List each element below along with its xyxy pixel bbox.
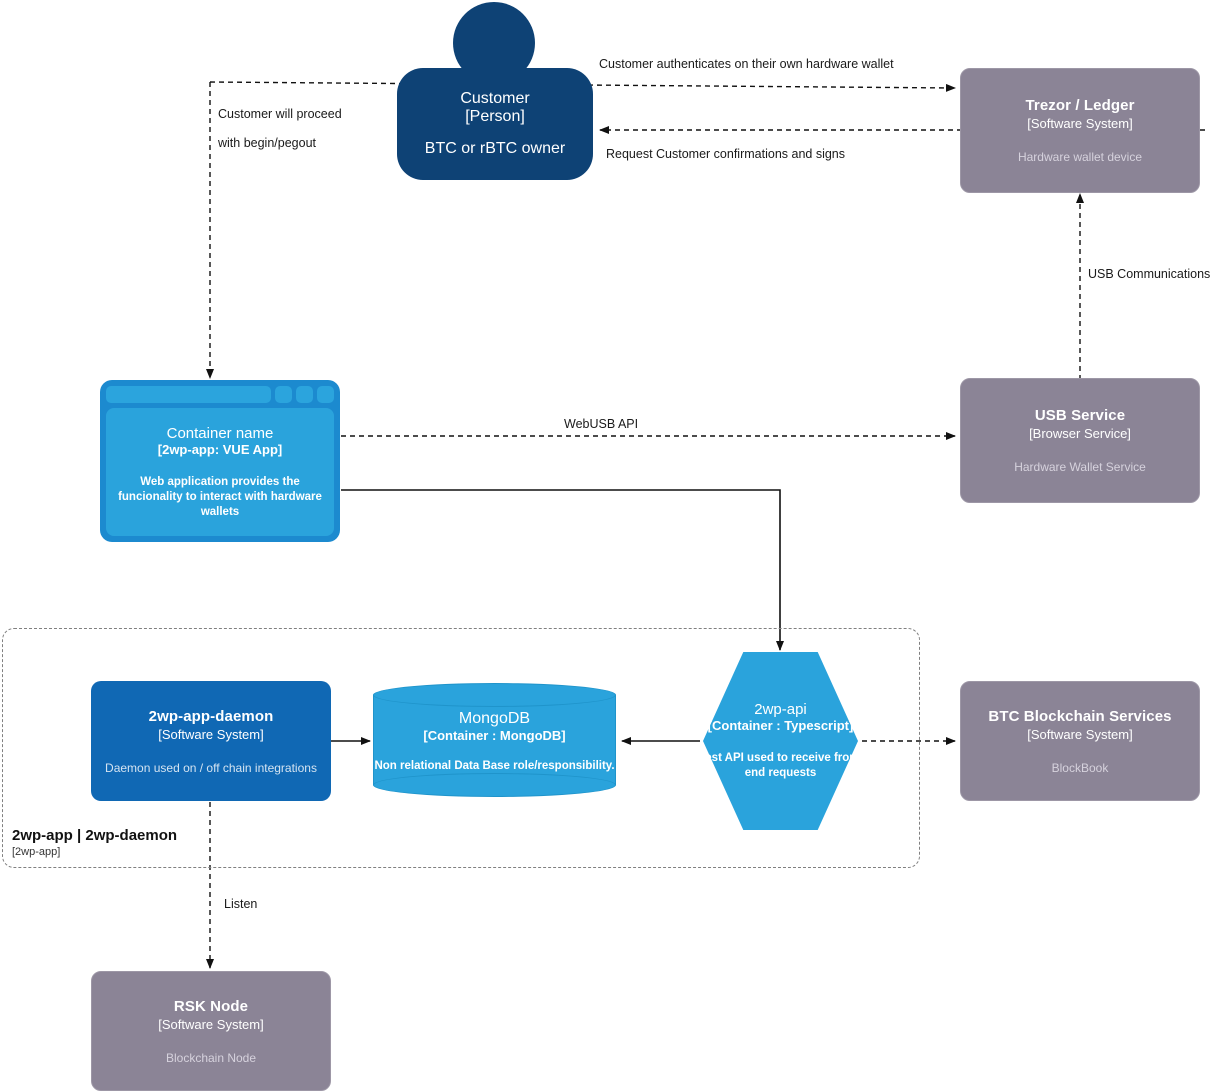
btc-blockchain-title: BTC Blockchain Services <box>988 707 1172 725</box>
node-web-app[interactable]: Container name [2wp-app: VUE App] Web ap… <box>100 380 340 542</box>
customer-title: Customer <box>460 90 530 107</box>
node-btc-blockchain-services[interactable]: BTC Blockchain Services [Software System… <box>960 681 1200 801</box>
web-app-tech: [2wp-app: VUE App] <box>157 441 283 457</box>
rsk-node-description: Blockchain Node <box>165 1050 257 1065</box>
edge-label-listen: Listen <box>224 897 258 911</box>
api-description: Rest API used to receive front-end reque… <box>696 752 864 779</box>
rsk-node-tech: [Software System] <box>158 1016 264 1032</box>
btc-blockchain-description: BlockBook <box>1051 760 1109 775</box>
web-app-title: Container name <box>166 424 274 442</box>
rsk-node-title: RSK Node <box>173 997 249 1015</box>
daemon-title: 2wp-app-daemon <box>148 707 274 725</box>
mongodb-tech: [Container : MongoDB] <box>423 728 566 743</box>
browser-maximize-icon[interactable] <box>296 386 313 403</box>
daemon-description: Daemon used on / off chain integrations <box>105 760 317 775</box>
trezor-ledger-tech: [Software System] <box>1027 116 1133 131</box>
mongodb-label-group: MongoDB [Container : MongoDB] Non relati… <box>373 693 616 789</box>
mongodb-description: Non relational Data Base role/responsibi… <box>374 760 615 772</box>
browser-minimize-icon[interactable] <box>275 386 292 403</box>
mongodb-title: MongoDB <box>458 710 531 727</box>
edge-label-usb-communications: USB Communications <box>1088 267 1211 281</box>
api-label-group: 2wp-api [Container : Typescript] Rest AP… <box>661 652 900 830</box>
btc-blockchain-tech: [Software System] <box>1027 726 1133 742</box>
edge-label-customer-proceed-line1: Customer will proceed <box>218 107 342 121</box>
node-customer[interactable]: Customer [Person] BTC or rBTC owner <box>397 0 593 180</box>
cylinder-body <box>373 695 616 785</box>
customer-description: BTC or rBTC owner <box>424 140 566 157</box>
trezor-ledger-title: Trezor / Ledger <box>1025 97 1135 114</box>
browser-content: Container name [2wp-app: VUE App] Web ap… <box>106 408 334 536</box>
person-body: Customer [Person] BTC or rBTC owner <box>397 68 593 180</box>
node-2wp-app-daemon[interactable]: 2wp-app-daemon [Software System] Daemon … <box>91 681 331 801</box>
web-app-description: Web application provides the funcionalit… <box>118 475 322 518</box>
cylinder-top <box>373 683 616 707</box>
boundary-label: 2wp-app | 2wp-daemon [2wp-app] <box>12 826 177 860</box>
node-mongodb[interactable]: MongoDB [Container : MongoDB] Non relati… <box>373 683 616 797</box>
node-2wp-api[interactable]: 2wp-api [Container : Typescript] Rest AP… <box>697 652 864 830</box>
cylinder-bottom <box>373 773 616 797</box>
edge-label-request-confirmations: Request Customer confirmations and signs <box>606 147 846 161</box>
api-tech: [Container : Typescript] <box>707 718 854 733</box>
edge-label-customer-authenticates: Customer authenticates on their own hard… <box>599 57 894 71</box>
edge-label-webusb-api: WebUSB API <box>564 417 639 431</box>
node-trezor-ledger[interactable]: Trezor / Ledger [Software System] Hardwa… <box>960 68 1200 193</box>
node-usb-service[interactable]: USB Service [Browser Service] Hardware W… <box>960 378 1200 503</box>
browser-address-bar[interactable] <box>106 386 271 403</box>
daemon-tech: [Software System] <box>158 726 264 742</box>
browser-title-bar <box>106 386 334 403</box>
boundary-2wp-app <box>2 628 920 868</box>
api-title: 2wp-api <box>754 701 807 718</box>
usb-service-title: USB Service <box>1034 407 1126 424</box>
node-rsk-node[interactable]: RSK Node [Software System] Blockchain No… <box>91 971 331 1091</box>
usb-service-tech: [Browser Service] <box>1029 426 1131 441</box>
edge-label-customer-proceed-line2: with begin/pegout <box>218 136 316 150</box>
trezor-ledger-description: Hardware wallet device <box>1017 150 1143 164</box>
usb-service-description: Hardware Wallet Service <box>1014 460 1146 474</box>
boundary-tech: [2wp-app] <box>12 846 61 858</box>
boundary-title: 2wp-app | 2wp-daemon <box>12 827 178 844</box>
customer-tech: [Person] <box>465 108 525 125</box>
browser-close-icon[interactable] <box>317 386 334 403</box>
